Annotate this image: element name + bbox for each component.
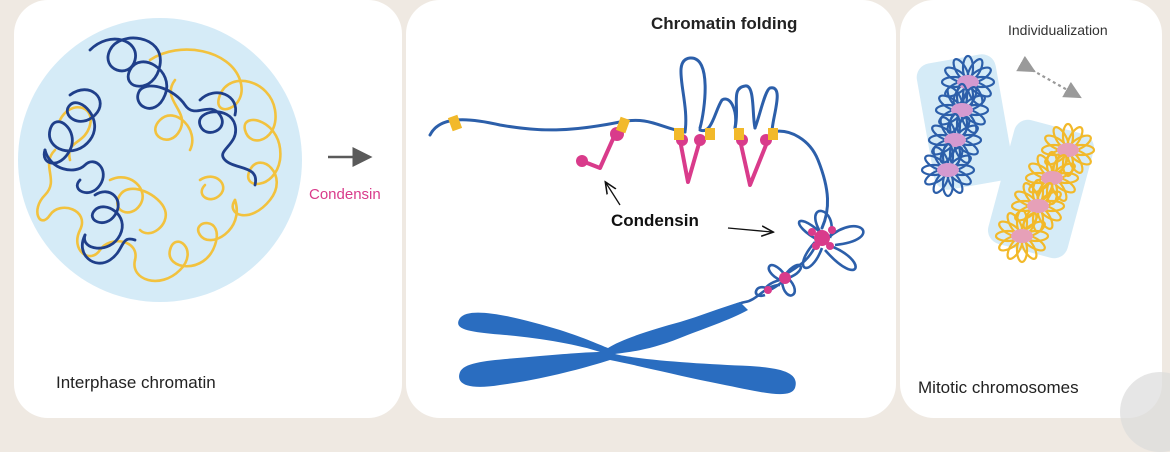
chromatin-rosette	[714, 209, 865, 317]
individualization-arrow	[1016, 55, 1082, 99]
condensin-complex-loop1	[676, 134, 706, 184]
chromatin-folding-panel	[406, 0, 896, 418]
condensin-cluster	[764, 226, 836, 294]
mitotic-chromosome	[458, 302, 796, 395]
diagram-svg	[18, 18, 1096, 395]
interphase-label: Interphase chromatin	[56, 373, 216, 392]
condensin-label: Condensin	[611, 211, 699, 230]
mitotic-label: Mitotic chromosomes	[918, 378, 1079, 397]
chromatin-yellow-strand	[36, 48, 282, 283]
condensin-arrow-label: Condensin	[309, 186, 381, 203]
dna-marker	[447, 114, 778, 140]
pointer-arrow-up	[606, 183, 621, 206]
pointer-arrow-right	[727, 228, 772, 232]
folding-title: Chromatin folding	[651, 14, 798, 33]
condensin-complex-loop2	[736, 134, 772, 187]
chromatin-blue-strand	[42, 36, 257, 265]
individualization-label: Individualization	[1008, 22, 1108, 38]
chromatid-yellow	[987, 119, 1096, 264]
chromatid-blue	[916, 54, 1014, 198]
condensin-complex-free	[576, 127, 624, 170]
